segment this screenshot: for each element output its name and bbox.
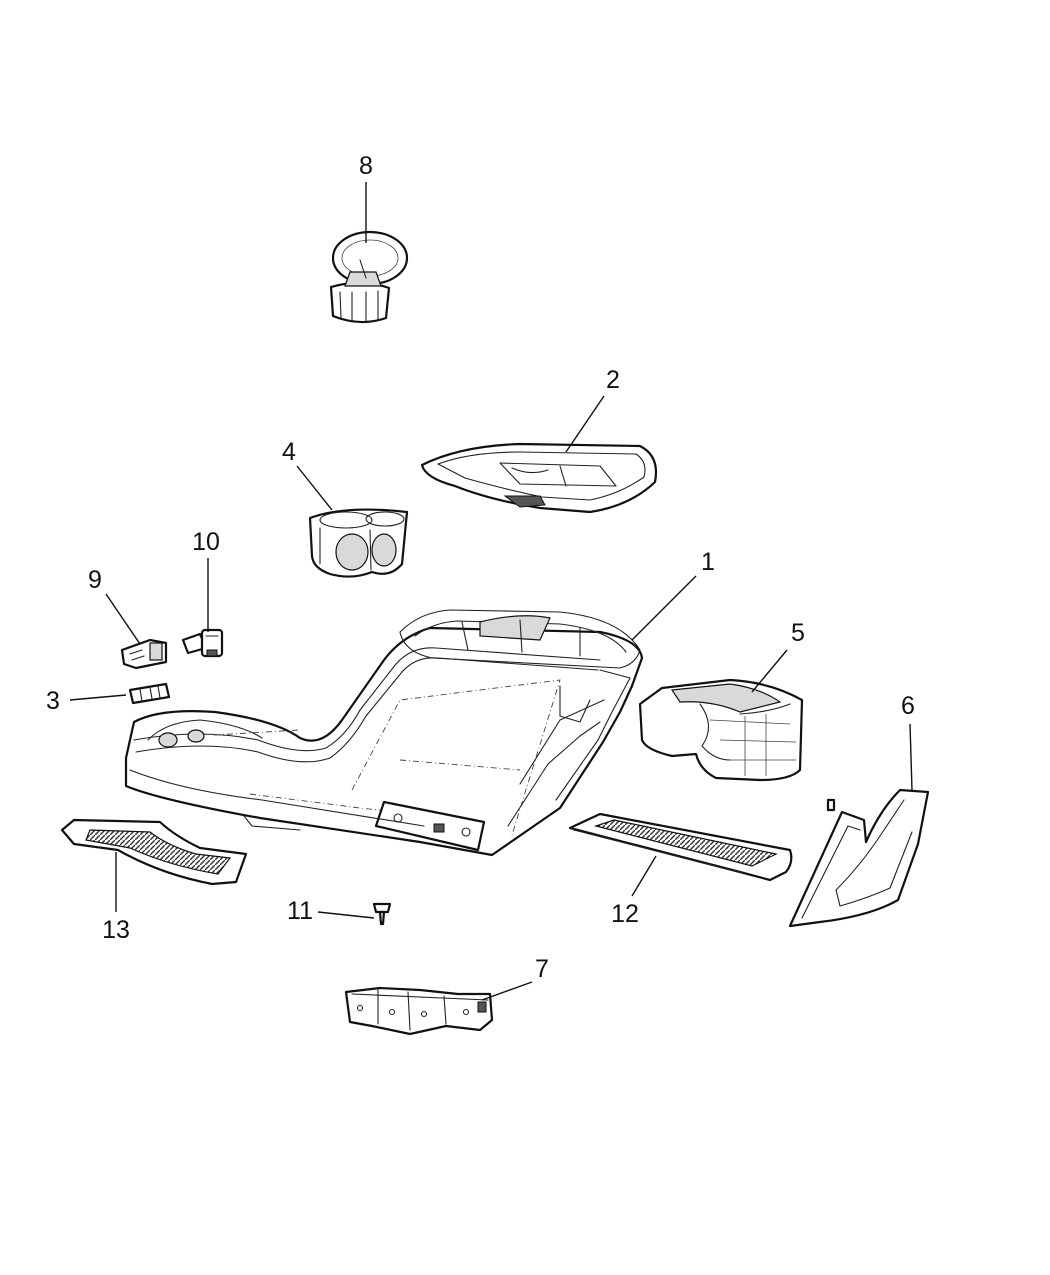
- callout-11: 11: [287, 897, 313, 925]
- part-4-cup-holder-insert: [308, 508, 409, 578]
- leader-12: [631, 855, 657, 897]
- callout-3: 3: [46, 687, 60, 715]
- callout-6: 6: [901, 692, 915, 720]
- callout-7: 7: [535, 955, 549, 983]
- part-2-console-bezel: [420, 442, 658, 514]
- leader-2: [565, 395, 605, 453]
- callout-1: 1: [701, 548, 715, 576]
- callout-4: 4: [282, 438, 296, 466]
- callout-13: 13: [102, 916, 130, 944]
- leader-6: [909, 723, 913, 791]
- leader-9: [105, 593, 141, 645]
- part-11-fastener: [372, 902, 392, 926]
- callout-2: 2: [606, 366, 620, 394]
- callout-8: 8: [359, 152, 373, 180]
- callout-9: 9: [88, 566, 102, 594]
- part-7-bracket: [344, 986, 494, 1036]
- leader-1: [631, 575, 697, 641]
- leader-3: [69, 694, 127, 701]
- leader-4: [296, 465, 333, 511]
- part-5-rear-storage-bin: [638, 678, 804, 782]
- part-3-connector: [128, 682, 171, 705]
- leader-7: [481, 981, 533, 1001]
- callout-5: 5: [791, 619, 805, 647]
- callout-12: 12: [611, 900, 639, 928]
- callout-labels: 8 2 4 10 9 3 1 5 6 12 13 11 7: [46, 152, 915, 983]
- part-13-front-tray: [60, 818, 248, 886]
- part-10-switch: [181, 628, 224, 658]
- part-9-bracket: [120, 638, 168, 670]
- part-1-floor-console: [124, 609, 644, 857]
- part-6-side-trim: [788, 788, 930, 928]
- leader-5: [751, 649, 788, 693]
- part-8-cup-holder-lid: [329, 230, 409, 324]
- leader-11: [317, 911, 375, 919]
- leader-lines: [69, 182, 913, 1001]
- part-12-rear-mat: [568, 812, 793, 882]
- callout-10: 10: [192, 528, 220, 556]
